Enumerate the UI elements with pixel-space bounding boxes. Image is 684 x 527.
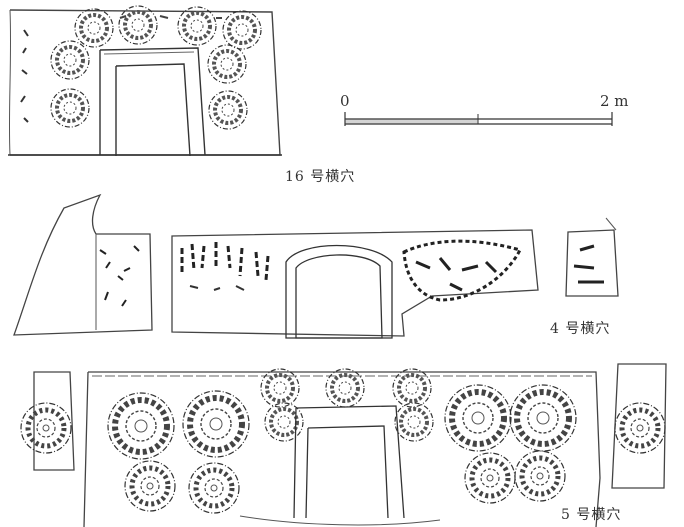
tomb5-facade [21, 363, 666, 527]
scale-bar [344, 112, 613, 126]
caption-tomb4: 4 号横穴 [550, 321, 611, 337]
scale-start-label: 0 [340, 92, 350, 110]
caption-tomb5: 5 号横穴 [561, 507, 622, 523]
tomb16-facade [8, 4, 282, 157]
caption-tomb16: 16 号横穴 [285, 169, 356, 185]
scale-end-label: 2 m [600, 92, 629, 110]
tomb4-facade [13, 193, 619, 339]
